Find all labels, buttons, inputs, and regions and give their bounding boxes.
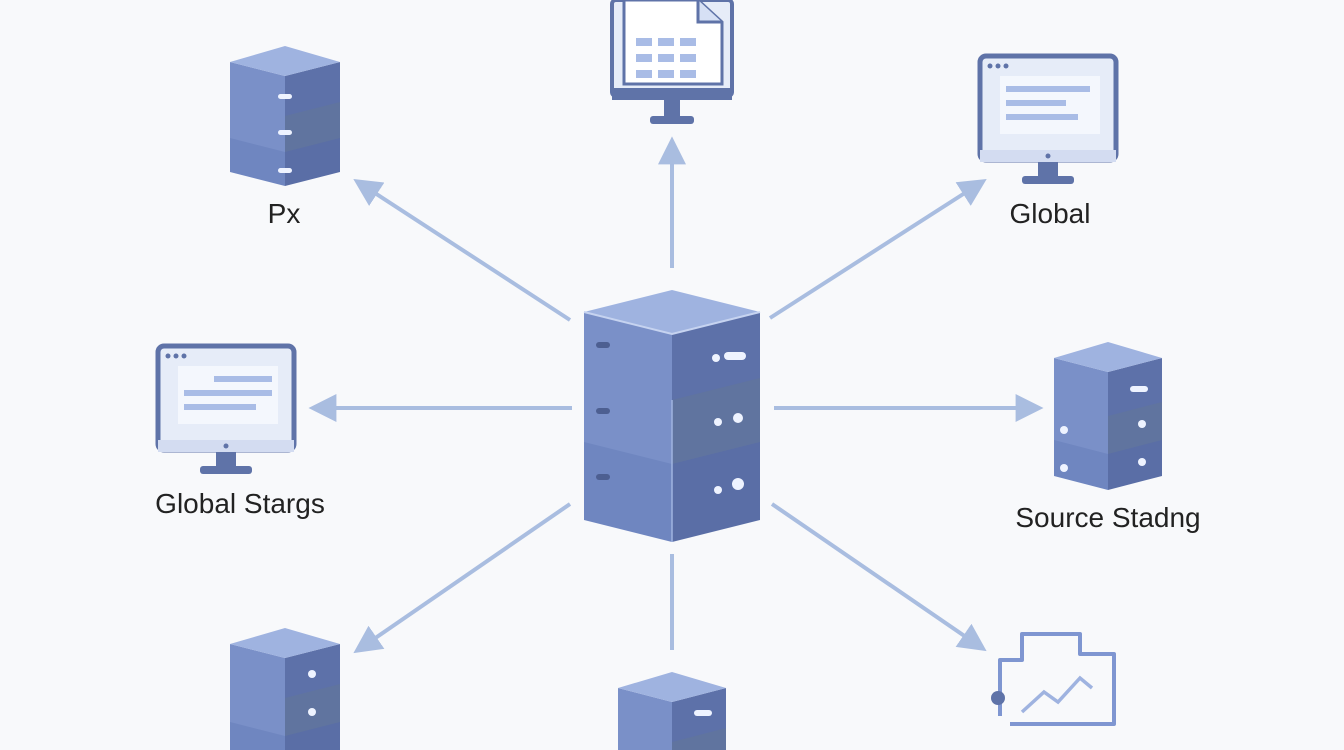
node-global: [976, 52, 1120, 186]
label-global: Global: [1009, 198, 1091, 229]
server-stack-icon: [614, 672, 730, 750]
label-px: Px: [267, 198, 301, 229]
label-source-stadng: Source Stadng: [1015, 502, 1201, 533]
node-analytics-folder: [988, 626, 1118, 730]
document-monitor-icon: [608, 0, 736, 132]
node-px: [226, 32, 344, 190]
node-global-stargs: [154, 342, 298, 476]
server-stack-icon: [226, 628, 344, 750]
server-stack-icon: [578, 290, 766, 552]
server-stack-icon: [1050, 342, 1166, 498]
central-server: [578, 272, 766, 548]
arrow-to-bottom-left-server: [353, 502, 572, 654]
arrow-to-px: [353, 178, 572, 322]
server-stack-icon: [226, 46, 344, 194]
label-global-stargs: Global Stargs: [155, 488, 325, 519]
arrow-to-analytics-folder: [770, 502, 987, 652]
arrow-to-global: [768, 178, 987, 320]
node-top-document-monitor: [608, 0, 736, 128]
monitor-icon: [976, 53, 1120, 190]
node-bottom-center-server: [614, 666, 730, 750]
node-bottom-left-server: [226, 624, 344, 750]
monitor-icon: [154, 343, 298, 480]
chart-folder-icon: [988, 632, 1118, 734]
node-source-stadng: [1050, 326, 1166, 494]
